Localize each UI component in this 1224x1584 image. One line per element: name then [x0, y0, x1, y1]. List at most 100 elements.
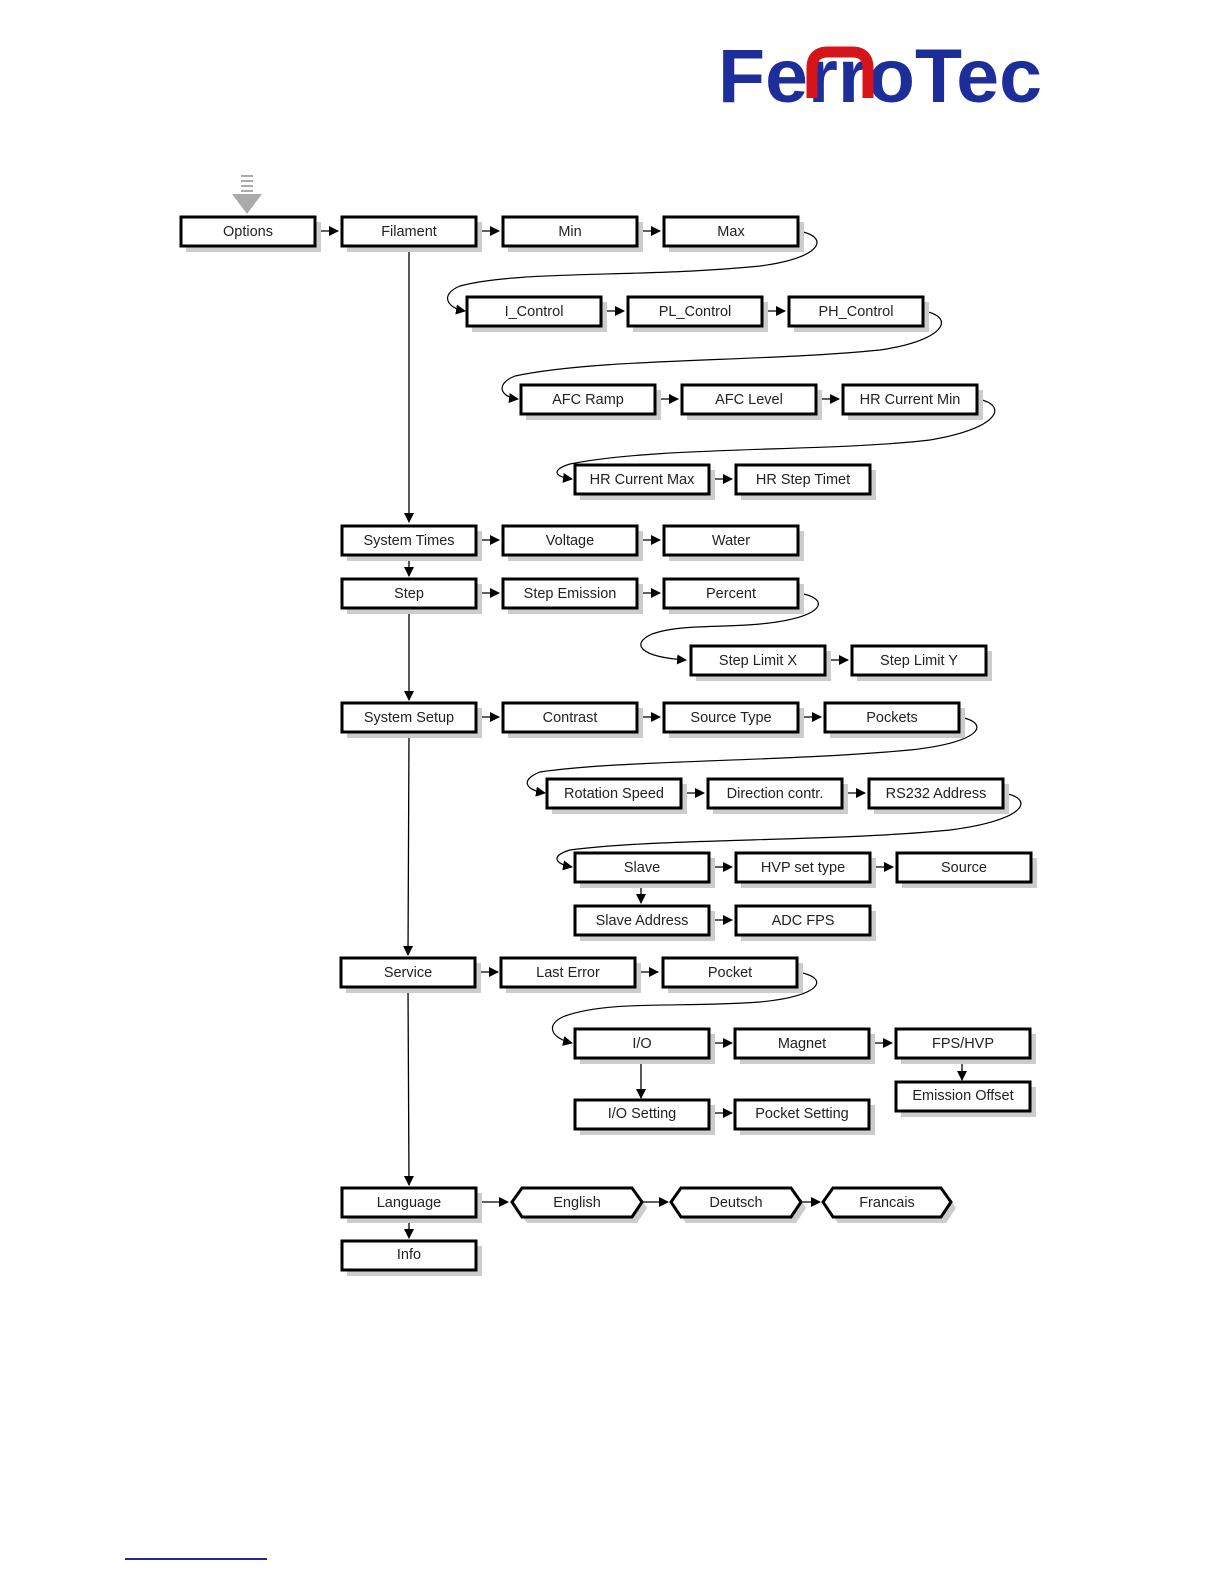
svg-text:Language: Language [377, 1195, 442, 1211]
node-ph-control: PH_Control [787, 295, 929, 332]
node-source: Source [895, 851, 1037, 888]
node-francais: Francais [821, 1186, 956, 1223]
node-pl-control: PL_Control [626, 295, 768, 332]
svg-text:Pocket: Pocket [708, 965, 752, 981]
node-max: Max [662, 215, 804, 252]
ferrotec-logo: FerroTec [718, 36, 1042, 112]
node-voltage: Voltage [501, 524, 643, 561]
node-rotation-speed: Rotation Speed [545, 777, 687, 814]
svg-text:System Setup: System Setup [364, 710, 454, 726]
logo-red-swoosh [806, 46, 874, 98]
node-source-type: Source Type [662, 701, 804, 738]
svg-text:HR Current Min: HR Current Min [860, 392, 961, 408]
svg-text:PH_Control: PH_Control [819, 304, 894, 320]
node-direction-contr: Direction contr. [706, 777, 848, 814]
svg-text:Francais: Francais [859, 1195, 915, 1211]
svg-text:AFC Level: AFC Level [715, 392, 783, 408]
svg-text:I/O: I/O [632, 1036, 651, 1052]
svg-text:I_Control: I_Control [505, 304, 564, 320]
svg-text:Rotation Speed: Rotation Speed [564, 786, 664, 802]
svg-text:Step: Step [394, 586, 424, 602]
svg-text:RS232 Address: RS232 Address [886, 786, 987, 802]
node-hvp-set-type: HVP set type [734, 851, 876, 888]
svg-text:Info: Info [397, 1247, 421, 1263]
svg-text:Slave: Slave [624, 860, 660, 876]
svg-text:Pockets: Pockets [866, 710, 918, 726]
svg-text:Source: Source [941, 860, 987, 876]
node-slave-address: Slave Address [573, 904, 715, 941]
node-step-emission: Step Emission [501, 577, 643, 614]
node-io-setting: I/O Setting [573, 1098, 715, 1135]
node-options: Options [179, 215, 321, 252]
node-system-setup: System Setup [340, 701, 482, 738]
node-afc-level: AFC Level [680, 383, 822, 420]
svg-text:HVP set type: HVP set type [761, 860, 845, 876]
svg-text:Last Error: Last Error [536, 965, 600, 981]
entry-arrow-icon [232, 175, 262, 214]
horizontal-connectors [315, 226, 894, 1207]
svg-text:Deutsch: Deutsch [709, 1195, 762, 1211]
svg-text:Step Emission: Step Emission [524, 586, 617, 602]
menu-boxes: Options Filament Min Max I_Control PL_Co… [179, 215, 1037, 1276]
svg-text:Percent: Percent [706, 586, 756, 602]
svg-text:Max: Max [717, 224, 745, 240]
node-step: Step [340, 577, 482, 614]
node-io: I/O [573, 1027, 715, 1064]
svg-text:HR Current Max: HR Current Max [590, 472, 695, 488]
node-hr-current-max: HR Current Max [573, 463, 715, 500]
node-i-control: I_Control [465, 295, 607, 332]
node-filament: Filament [340, 215, 482, 252]
svg-text:Pocket Setting: Pocket Setting [755, 1106, 849, 1122]
svg-text:Step Limit Y: Step Limit Y [880, 653, 958, 669]
node-service: Service [339, 956, 481, 993]
svg-text:Magnet: Magnet [778, 1036, 826, 1052]
svg-text:Options: Options [223, 224, 273, 240]
svg-text:English: English [553, 1195, 601, 1211]
node-fps-hvp: FPS/HVP [894, 1027, 1036, 1064]
svg-text:Filament: Filament [381, 224, 437, 240]
language-options: English Deutsch Francais [510, 1186, 956, 1223]
node-slave: Slave [573, 851, 715, 888]
node-deutsch: Deutsch [669, 1186, 806, 1223]
node-rs232-address: RS232 Address [867, 777, 1009, 814]
node-info: Info [340, 1239, 482, 1276]
svg-text:System Times: System Times [363, 533, 454, 549]
node-pocket: Pocket [661, 956, 803, 993]
svg-text:Water: Water [712, 533, 750, 549]
svg-text:ADC FPS: ADC FPS [772, 913, 835, 929]
svg-text:Min: Min [558, 224, 581, 240]
node-adc-fps: ADC FPS [734, 904, 876, 941]
svg-text:Step Limit X: Step Limit X [719, 653, 797, 669]
node-step-limit-x: Step Limit X [689, 644, 831, 681]
node-pocket-setting: Pocket Setting [733, 1098, 875, 1135]
svg-text:FPS/HVP: FPS/HVP [932, 1036, 994, 1052]
footer-divider [125, 1558, 267, 1560]
node-hr-step-timet: HR Step Timet [734, 463, 876, 500]
svg-text:Slave Address: Slave Address [596, 913, 689, 929]
node-min: Min [501, 215, 643, 252]
logo-text: FerroTec [718, 36, 1042, 112]
svg-text:PL_Control: PL_Control [659, 304, 732, 320]
node-language: Language [340, 1186, 482, 1223]
svg-text:Contrast: Contrast [543, 710, 598, 726]
svg-text:HR Step Timet: HR Step Timet [756, 472, 850, 488]
svg-text:Emission Offset: Emission Offset [912, 1088, 1013, 1104]
node-pockets: Pockets [823, 701, 965, 738]
wrap-connectors [447, 230, 1022, 1046]
node-hr-current-min: HR Current Min [841, 383, 983, 420]
node-magnet: Magnet [733, 1027, 875, 1064]
node-emission-offset: Emission Offset [894, 1080, 1036, 1117]
node-system-times: System Times [340, 524, 482, 561]
svg-text:Voltage: Voltage [546, 533, 594, 549]
svg-text:Direction contr.: Direction contr. [727, 786, 824, 802]
svg-text:Service: Service [384, 965, 432, 981]
node-last-error: Last Error [499, 956, 641, 993]
node-afc-ramp: AFC Ramp [519, 383, 661, 420]
node-step-limit-y: Step Limit Y [850, 644, 992, 681]
svg-text:I/O Setting: I/O Setting [608, 1106, 677, 1122]
node-water: Water [662, 524, 804, 561]
node-contrast: Contrast [501, 701, 643, 738]
node-percent: Percent [662, 577, 804, 614]
svg-text:AFC Ramp: AFC Ramp [552, 392, 624, 408]
